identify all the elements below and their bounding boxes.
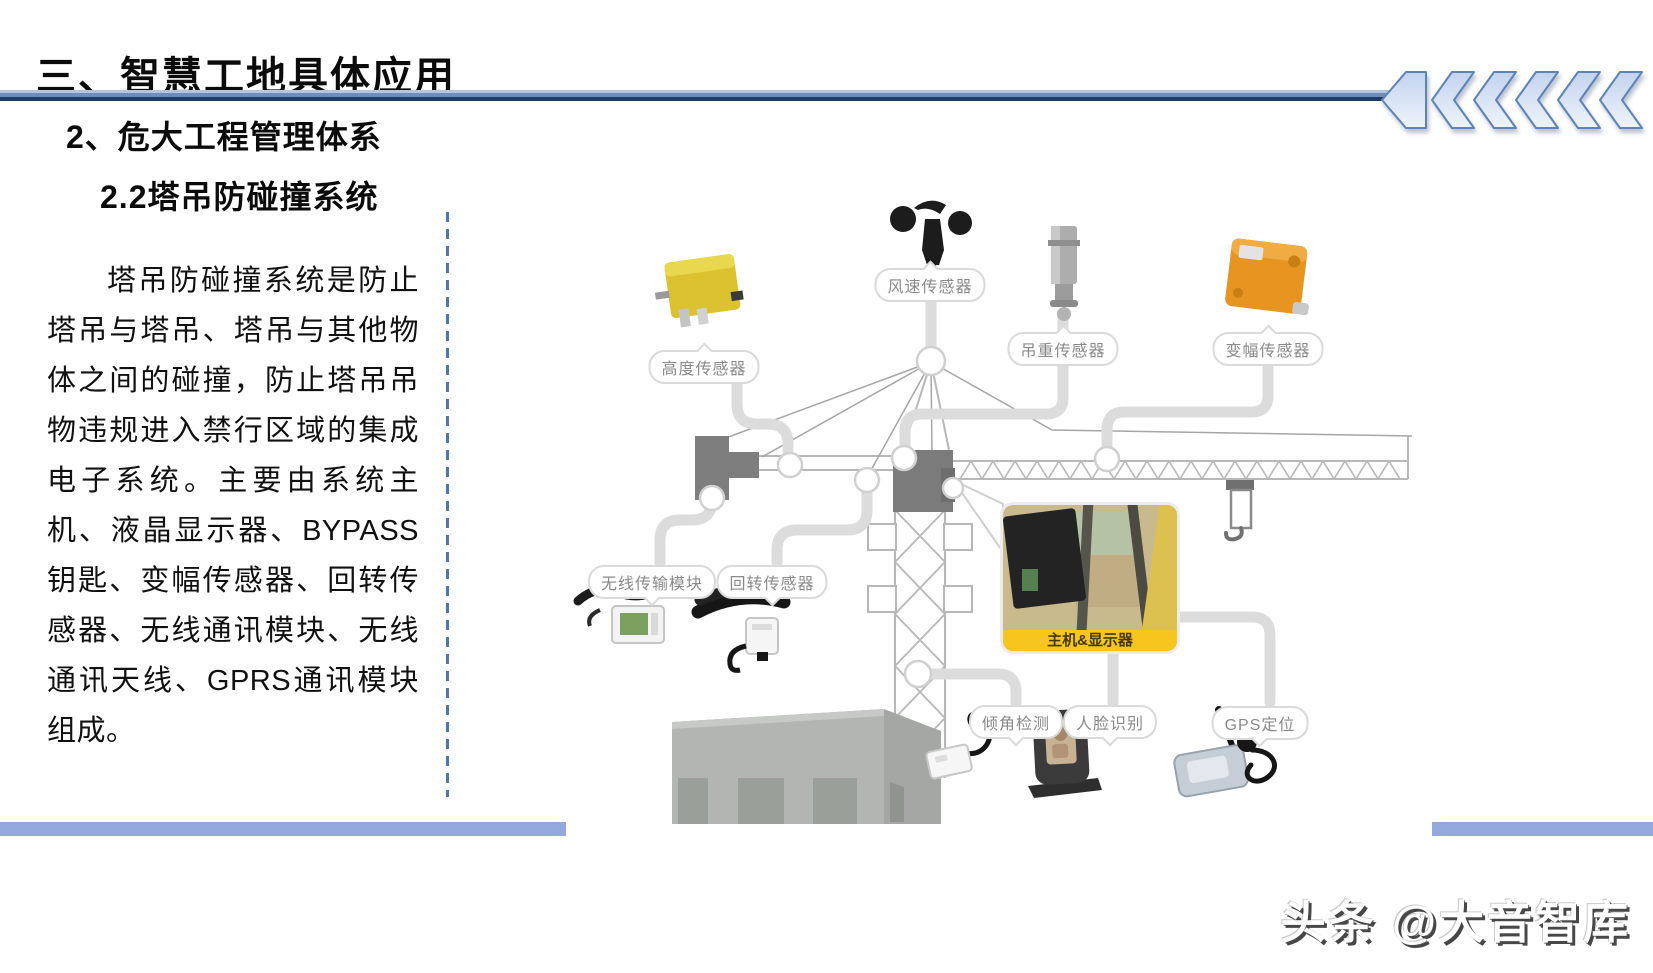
crane-tie-lines xyxy=(703,361,1413,473)
bottom-accent-bar-right xyxy=(1432,822,1653,836)
trolley-hook xyxy=(1224,480,1254,542)
label-amplitude-sensor: 变幅传感器 xyxy=(1212,324,1324,366)
label-tilt-detection: 倾角检测 xyxy=(968,705,1064,747)
chevron-icon xyxy=(1473,71,1517,129)
pipe-wireless xyxy=(654,494,718,568)
host-display-caption: 主机&显示器 xyxy=(1003,630,1177,651)
amplitude-sensor-device xyxy=(1225,238,1309,316)
sub-heading: 2.2塔吊防碰撞系统 xyxy=(100,179,379,215)
counterweight xyxy=(695,436,759,500)
label-wireless-module: 无线传输模块 xyxy=(587,565,717,607)
section-heading: 2、危大工程管理体系 xyxy=(66,119,382,155)
tilt-detection-device xyxy=(925,711,993,780)
bottom-accent-bar-left xyxy=(0,822,566,836)
pipe-height xyxy=(731,372,794,468)
pipe-rotation xyxy=(771,476,873,568)
label-wind-speed-sensor: 风速传感器 xyxy=(874,260,986,302)
chevron-icon xyxy=(1557,71,1601,129)
label-height-sensor: 高度传感器 xyxy=(648,342,760,384)
height-sensor-device xyxy=(654,254,744,328)
photo-monitor xyxy=(1003,508,1087,610)
chevron-icon xyxy=(1381,71,1427,129)
sensor-wiring-pipes xyxy=(654,288,1276,708)
dashed-divider xyxy=(446,212,449,797)
chevron-icon xyxy=(1515,71,1559,129)
label-face-recognition: 人脸识别 xyxy=(1062,705,1158,747)
wind-speed-sensor-device xyxy=(890,200,972,271)
building xyxy=(672,709,941,824)
label-rotation-sensor: 回转传感器 xyxy=(716,565,828,607)
pipe-amplitude xyxy=(1101,346,1274,461)
title-rule xyxy=(0,90,1390,101)
label-gps-location: GPS定位 xyxy=(1211,706,1309,748)
crane-structure xyxy=(757,361,1409,778)
pipe-load xyxy=(899,309,1069,458)
photo-cab-pillar xyxy=(1141,505,1177,636)
watermark: 头条 @大音智库 xyxy=(1280,897,1631,948)
chevron-icon xyxy=(1431,71,1475,129)
chevron-arrows-icon xyxy=(1381,71,1643,129)
pipe-tilt xyxy=(918,668,1022,708)
junction-nodes xyxy=(698,345,1121,689)
chevron-icon xyxy=(1599,71,1643,129)
body-paragraph: 塔吊防碰撞系统是防止塔吊与塔吊、塔吊与其他物体之间的碰撞，防止塔吊吊物违规进入禁… xyxy=(47,265,419,747)
label-load-sensor: 吊重传感器 xyxy=(1007,324,1119,366)
pipe-gps xyxy=(1171,611,1276,708)
host-display-photo: 主机&显示器 xyxy=(1003,505,1177,651)
photo-monitor-sticker xyxy=(1022,569,1038,592)
load-sensor-device xyxy=(1048,226,1080,321)
